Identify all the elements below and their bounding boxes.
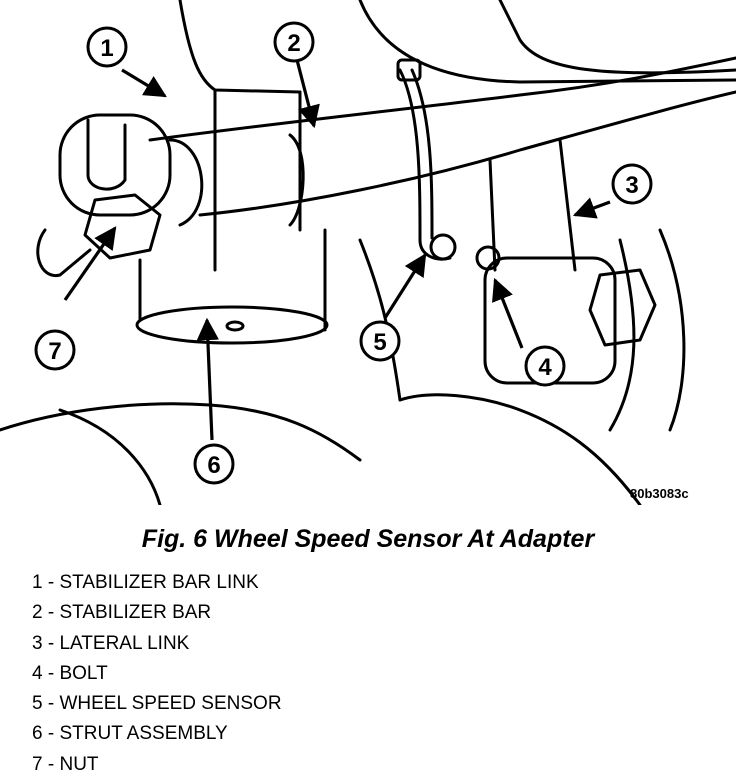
knuckle-detail	[358, 238, 402, 402]
legend-number: 6	[32, 723, 43, 745]
legend-separator: -	[42, 632, 60, 654]
callout-number-5: 5	[373, 329, 386, 356]
link-arm	[36, 228, 92, 277]
legend-number: 5	[32, 693, 43, 715]
knuckle-lower-left	[0, 402, 362, 462]
sensor-cable-2	[410, 68, 434, 240]
legend-label: BOLT	[59, 662, 108, 684]
legend-item: 5 - WHEEL SPEED SENSOR	[32, 689, 282, 719]
callout-number-4: 4	[538, 354, 552, 381]
upper-arm	[498, 0, 736, 75]
nut-hex	[83, 193, 162, 260]
legend-separator: -	[42, 753, 60, 775]
legend-number: 7	[32, 753, 43, 775]
legend-item: 7 - NUT	[32, 750, 282, 780]
legend-label: STABILIZER BAR LINK	[59, 572, 259, 593]
legend-label: LATERAL LINK	[59, 632, 190, 654]
legend-label: STRUT ASSEMBLY	[59, 723, 228, 745]
bolt-head	[475, 245, 501, 271]
leader-1	[121, 68, 167, 98]
link-shaft	[86, 118, 127, 191]
leader-4	[492, 277, 524, 349]
callout-number-6: 6	[207, 452, 220, 479]
legend-number: 2	[32, 602, 43, 624]
callout-number-2: 2	[287, 30, 300, 57]
bushing	[168, 138, 204, 227]
callout-circle-4	[524, 345, 566, 387]
body-outline	[178, 0, 302, 94]
figure-caption: Fig. 6 Wheel Speed Sensor At Adapter	[141, 525, 595, 553]
sensor-connector	[396, 58, 422, 82]
legend-separator: -	[42, 723, 60, 745]
bolt-hex	[588, 268, 657, 347]
callout-number-7: 7	[48, 338, 61, 365]
bushing-ring	[288, 133, 305, 227]
link-body	[58, 113, 172, 217]
sensor-head	[429, 233, 457, 261]
callout-circle-6	[193, 443, 235, 485]
callout-circle-2	[273, 21, 315, 63]
legend-separator: -	[42, 602, 60, 624]
stabilizer-bar	[148, 56, 736, 142]
leader-7	[63, 226, 117, 301]
legend-number: 1	[32, 572, 43, 593]
legend-separator: -	[42, 662, 60, 684]
callout-circle-1	[86, 26, 128, 68]
leader-6	[196, 317, 220, 441]
right-rim-inner	[608, 238, 636, 432]
legend-item: 1 - STABILIZER BAR LINK	[32, 568, 282, 598]
legend-item: 4 - BOLT	[32, 659, 282, 689]
strut-spring	[213, 88, 302, 272]
callout-number-1: 1	[100, 35, 113, 62]
legend-separator: -	[42, 572, 60, 593]
legend-label: NUT	[59, 753, 99, 775]
legend-separator: -	[42, 693, 60, 715]
right-rim	[658, 228, 686, 432]
legend-number: 4	[32, 662, 43, 684]
legend-label: WHEEL SPEED SENSOR	[59, 693, 282, 715]
callout-number-3: 3	[625, 172, 638, 199]
lateral-link-left	[488, 158, 497, 272]
legend-label: STABILIZER BAR	[59, 602, 212, 624]
lateral-link-right	[558, 138, 577, 272]
leader-3	[572, 197, 611, 219]
callout-circle-7	[34, 329, 76, 371]
strut-mount-hole	[225, 320, 245, 332]
legend-number: 3	[32, 632, 43, 654]
legend-item: 6 - STRUT ASSEMBLY	[32, 719, 282, 749]
legend-item: 2 - STABILIZER BAR	[32, 598, 282, 628]
suspension-illustration: 1 2 3 4 5 6 7	[0, 0, 736, 505]
knuckle-lower-right	[398, 393, 642, 505]
leader-5	[383, 253, 427, 319]
strut-top	[135, 305, 329, 345]
callout-circle-5	[359, 320, 401, 362]
callout-circle-3	[611, 163, 653, 205]
leader-2	[294, 55, 320, 129]
knuckle-base	[58, 408, 162, 505]
figure-code: 80b3083c	[630, 486, 689, 501]
callout-legend: 1 - STABILIZER BAR LINK 2 - STABILIZER B…	[32, 568, 282, 780]
sensor-cable	[398, 68, 452, 261]
stabilizer-bar-lower	[198, 90, 736, 217]
legend-item: 3 - LATERAL LINK	[32, 629, 282, 659]
